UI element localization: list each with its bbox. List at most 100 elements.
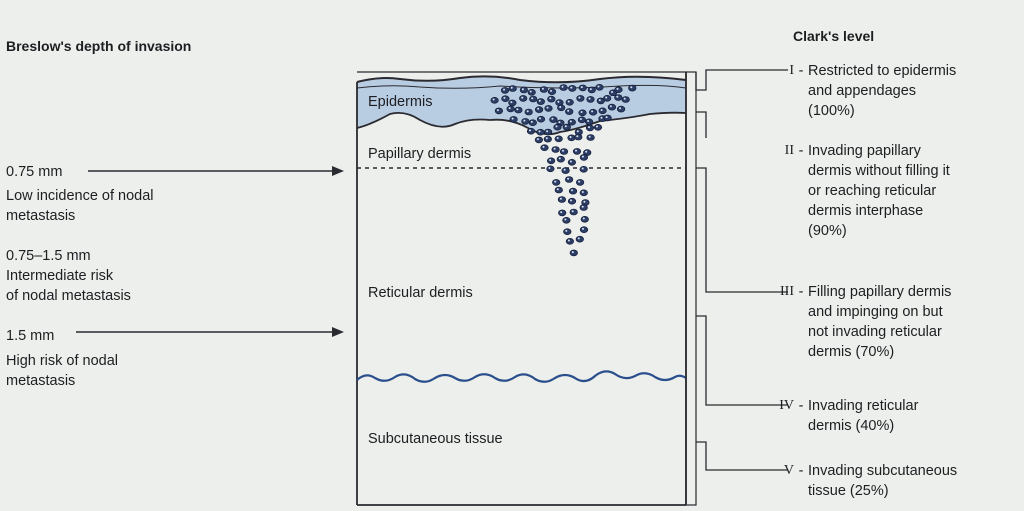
melanoma-cell xyxy=(577,95,585,101)
melanoma-cell xyxy=(544,136,552,142)
melanoma-cell-highlight xyxy=(539,100,541,102)
melanoma-cell-highlight xyxy=(576,135,578,137)
layer-label-epidermis: Epidermis xyxy=(368,93,432,111)
clark-level-1: I - Restricted to epidermis and appendag… xyxy=(770,61,956,121)
clark-desc-2: Invading papillary dermis without fillin… xyxy=(808,141,950,241)
melanoma-cell xyxy=(537,129,545,135)
melanoma-cell-highlight xyxy=(570,136,572,138)
melanoma-cell-highlight xyxy=(549,159,551,161)
melanoma-cell xyxy=(509,86,517,92)
melanoma-cell-highlight xyxy=(570,87,572,89)
melanoma-cell xyxy=(608,104,616,110)
melanoma-cell xyxy=(522,118,530,124)
melanoma-cell xyxy=(604,115,612,121)
melanoma-cell xyxy=(565,177,573,183)
melanoma-cell-highlight xyxy=(554,148,556,150)
melanoma-cell-highlight xyxy=(570,120,572,122)
melanoma-cell xyxy=(580,166,588,172)
melanoma-cell-highlight xyxy=(557,101,559,103)
melanoma-cell-highlight xyxy=(581,86,583,88)
clark-level-2: II - Invading papillary dermis without f… xyxy=(770,141,950,241)
melanoma-cell-highlight xyxy=(583,218,585,220)
melanoma-cell-highlight xyxy=(537,138,539,140)
melanoma-cell-highlight xyxy=(572,210,574,212)
melanoma-cell xyxy=(570,209,578,215)
clark-dash-4: - xyxy=(794,396,808,436)
melanoma-cell xyxy=(580,227,588,233)
melanoma-cell xyxy=(510,116,518,122)
melanoma-cell-highlight xyxy=(529,129,531,131)
breslow-arrow-1-5mm xyxy=(76,327,344,337)
melanoma-cell-highlight xyxy=(577,130,579,132)
melanoma-cell-highlight xyxy=(589,136,591,138)
clark-level-bracket-2 xyxy=(696,112,706,138)
melanoma-cell xyxy=(528,89,536,95)
melanoma-cell xyxy=(566,238,574,244)
melanoma-cell-highlight xyxy=(551,118,553,120)
melanoma-cell-highlight xyxy=(548,167,550,169)
melanoma-cell xyxy=(564,229,572,235)
melanoma-cell-highlight xyxy=(557,188,559,190)
clark-numeral-2: II xyxy=(770,141,794,241)
melanoma-cell-highlight xyxy=(568,240,570,242)
melanoma-cell-highlight xyxy=(606,116,608,118)
melanoma-cell xyxy=(563,124,571,130)
clark-scale-column xyxy=(686,72,696,505)
breslow-depth-2: 0.75–1.5 mm xyxy=(6,246,91,266)
melanoma-cell xyxy=(550,117,558,123)
clark-level-3: III - Filling papillary dermis and impin… xyxy=(770,282,951,362)
melanoma-cell xyxy=(558,210,566,216)
clark-desc-5: Invading subcutaneous tissue (25%) xyxy=(808,461,957,501)
melanoma-cell-highlight xyxy=(503,89,505,91)
melanoma-cell xyxy=(565,109,573,115)
melanoma-cell xyxy=(579,85,587,91)
clark-dash-3: - xyxy=(794,282,808,362)
melanoma-cell xyxy=(568,198,576,204)
melanoma-cell xyxy=(578,117,586,123)
breslow-risk-3: High risk of nodal metastasis xyxy=(6,351,118,391)
melanoma-cell xyxy=(548,96,556,102)
melanoma-cell xyxy=(555,136,563,142)
melanoma-cell-highlight xyxy=(578,237,580,239)
melanoma-cell-highlight xyxy=(564,219,566,221)
melanoma-cell xyxy=(554,124,562,130)
melanoma-cell xyxy=(580,205,588,211)
melanoma-cell xyxy=(576,236,584,242)
melanoma-cell-highlight xyxy=(531,121,533,123)
melanoma-cell xyxy=(515,107,523,113)
reticular-subcutaneous-boundary xyxy=(357,371,686,381)
melanoma-cell-highlight xyxy=(599,99,601,101)
melanoma-cell xyxy=(576,179,584,185)
clark-numeral-3: III xyxy=(770,282,794,362)
melanoma-cell-highlight xyxy=(560,198,562,200)
melanoma-cell-highlight xyxy=(610,105,612,107)
melanoma-cell-highlight xyxy=(572,251,574,253)
melanoma-cell-highlight xyxy=(565,125,567,127)
melanoma-cell-highlight xyxy=(546,130,548,132)
melanoma-cell-highlight xyxy=(580,118,582,120)
melanoma-cell xyxy=(535,137,543,143)
melanoma-cell-highlight xyxy=(590,88,592,90)
melanoma-cell-highlight xyxy=(543,146,545,148)
melanoma-cell-highlight xyxy=(549,97,551,99)
melanoma-cell-highlight xyxy=(547,107,549,109)
melanoma-cell-highlight xyxy=(582,206,584,208)
melanoma-cell xyxy=(537,99,545,105)
melanoma-cell xyxy=(557,156,565,162)
melanoma-cell xyxy=(525,109,533,115)
melanoma-cell xyxy=(599,108,607,114)
melanoma-cell xyxy=(581,216,589,222)
melanoma-cell-highlight xyxy=(512,118,514,120)
melanoma-cell-highlight xyxy=(567,110,569,112)
clark-desc-1: Restricted to epidermis and appendages (… xyxy=(808,61,956,121)
melanoma-cell-highlight xyxy=(617,88,619,90)
melanoma-cell xyxy=(552,147,560,153)
melanoma-cell xyxy=(558,197,566,203)
melanoma-cell-highlight xyxy=(571,189,573,191)
melanoma-cell xyxy=(520,87,528,93)
melanoma-cell xyxy=(560,85,568,91)
melanoma-cell xyxy=(495,108,503,114)
melanoma-cell-highlight xyxy=(530,91,532,93)
melanoma-cell-highlight xyxy=(562,86,564,88)
melanoma-cell-highlight xyxy=(503,97,505,99)
